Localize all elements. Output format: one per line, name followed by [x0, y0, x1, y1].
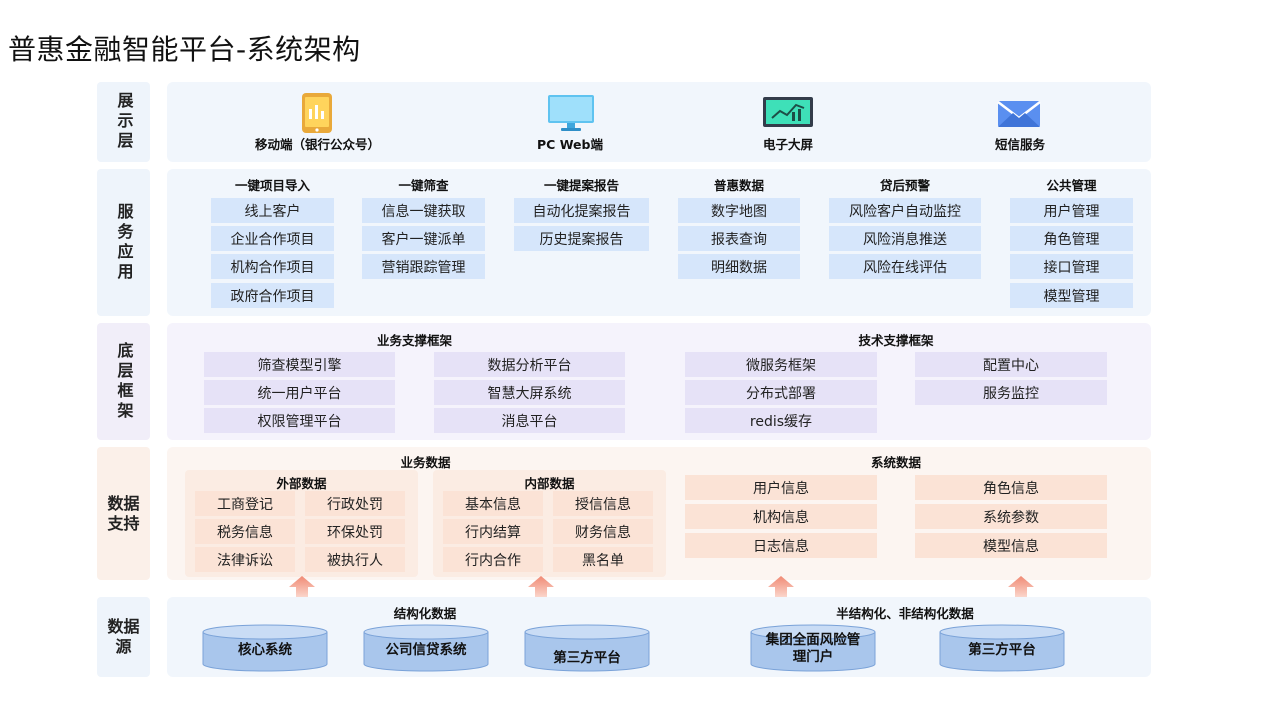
data-item[interactable]: 行内合作: [443, 547, 543, 572]
framework-tech-title: 技术支撑框架: [858, 333, 934, 348]
up-arrow-icon: [528, 576, 554, 598]
service-item[interactable]: 自动化提案报告: [514, 198, 649, 223]
up-arrow-icon: [1008, 576, 1034, 598]
service-item[interactable]: 政府合作项目: [211, 283, 334, 308]
layer-label-display: 展示层: [97, 82, 150, 162]
service-group-title: 普惠数据: [713, 178, 764, 193]
service-group-title: 一键提案报告: [543, 178, 619, 193]
data-item[interactable]: 基本信息: [443, 491, 543, 516]
display-label-pc: PC Web端: [537, 137, 603, 152]
data-item[interactable]: 行内结算: [443, 519, 543, 544]
service-group-title: 一键项目导入: [234, 178, 310, 193]
source-core-system: 核心系统: [238, 641, 292, 658]
service-item[interactable]: 风险消息推送: [829, 226, 981, 251]
data-item[interactable]: 被执行人: [305, 547, 405, 572]
display-label-bigscreen: 电子大屏: [762, 137, 813, 152]
data-item[interactable]: 财务信息: [553, 519, 653, 544]
data-item[interactable]: 环保处罚: [305, 519, 405, 544]
database-cylinder-icon: [524, 624, 650, 672]
data-item[interactable]: 机构信息: [685, 504, 877, 529]
data-item[interactable]: 税务信息: [195, 519, 295, 544]
service-item[interactable]: 报表查询: [678, 226, 800, 251]
framework-business-title: 业务支撑框架: [376, 333, 452, 348]
service-item[interactable]: 机构合作项目: [211, 254, 334, 279]
envelope-icon: [997, 101, 1041, 127]
source-credit-system: 公司信贷系统: [385, 641, 467, 658]
framework-item[interactable]: 消息平台: [434, 408, 625, 433]
service-item[interactable]: 用户管理: [1010, 198, 1133, 223]
framework-item[interactable]: 配置中心: [915, 352, 1107, 377]
service-item[interactable]: 模型管理: [1010, 283, 1133, 308]
data-item[interactable]: 角色信息: [915, 475, 1107, 500]
data-item[interactable]: 工商登记: [195, 491, 295, 516]
internal-data-title: 内部数据: [524, 476, 575, 491]
source-third-party-2: 第三方平台: [968, 641, 1036, 658]
framework-item[interactable]: 筛查模型引擎: [204, 352, 395, 377]
big-screen-icon: [763, 97, 813, 127]
up-arrow-icon: [768, 576, 794, 598]
database-cylinder-icon: [939, 624, 1065, 672]
mobile-phone-icon: [302, 93, 332, 133]
monitor-icon: [548, 95, 594, 131]
source-group-risk-portal: 集团全面风险管理门户: [765, 632, 861, 665]
service-item[interactable]: 信息一键获取: [362, 198, 485, 223]
database-cylinder-icon: [363, 624, 489, 672]
service-item[interactable]: 线上客户: [211, 198, 334, 223]
structured-data-title: 结构化数据: [393, 606, 457, 621]
data-item[interactable]: 授信信息: [553, 491, 653, 516]
framework-item[interactable]: 微服务框架: [685, 352, 877, 377]
source-third-party-1: 第三方平台: [553, 649, 621, 666]
service-item[interactable]: 企业合作项目: [211, 226, 334, 251]
data-item[interactable]: 模型信息: [915, 533, 1107, 558]
data-item[interactable]: 行政处罚: [305, 491, 405, 516]
framework-item[interactable]: 分布式部署: [685, 380, 877, 405]
framework-item[interactable]: 数据分析平台: [434, 352, 625, 377]
service-item[interactable]: 明细数据: [678, 254, 800, 279]
business-data-title: 业务数据: [400, 455, 451, 470]
data-item[interactable]: 黑名单: [553, 547, 653, 572]
service-item[interactable]: 数字地图: [678, 198, 800, 223]
framework-item[interactable]: redis缓存: [685, 408, 877, 433]
service-item[interactable]: 历史提案报告: [514, 226, 649, 251]
display-label-sms: 短信服务: [994, 137, 1045, 152]
service-item[interactable]: 风险客户自动监控: [829, 198, 981, 223]
service-group-title: 贷后预警: [879, 178, 930, 193]
system-data-title: 系统数据: [870, 455, 921, 470]
service-item[interactable]: 角色管理: [1010, 226, 1133, 251]
data-item[interactable]: 用户信息: [685, 475, 877, 500]
service-group-title: 公共管理: [1046, 178, 1097, 193]
layer-label-data-support: 数据支持: [97, 447, 150, 580]
data-item[interactable]: 法律诉讼: [195, 547, 295, 572]
page-title: 普惠金融智能平台-系统架构: [8, 33, 361, 66]
framework-item[interactable]: 智慧大屏系统: [434, 380, 625, 405]
data-item[interactable]: 系统参数: [915, 504, 1107, 529]
layer-label-framework: 底层框架: [97, 323, 150, 440]
service-item[interactable]: 接口管理: [1010, 254, 1133, 279]
database-cylinder-icon: [202, 624, 328, 672]
service-item[interactable]: 营销跟踪管理: [362, 254, 485, 279]
layer-label-data-source: 数据源: [97, 597, 150, 677]
semi-structured-data-title: 半结构化、非结构化数据: [836, 606, 974, 621]
framework-item[interactable]: 统一用户平台: [204, 380, 395, 405]
service-item[interactable]: 风险在线评估: [829, 254, 981, 279]
framework-item[interactable]: 服务监控: [915, 380, 1107, 405]
service-group-title: 一键筛查: [398, 178, 449, 193]
service-item[interactable]: 客户一键派单: [362, 226, 485, 251]
framework-item[interactable]: 权限管理平台: [204, 408, 395, 433]
data-item[interactable]: 日志信息: [685, 533, 877, 558]
display-label-mobile: 移动端（银行公众号）: [254, 137, 380, 152]
layer-label-service: 服务应用: [97, 169, 150, 316]
up-arrow-icon: [289, 576, 315, 598]
external-data-title: 外部数据: [276, 476, 327, 491]
database-cylinder-icon: [750, 624, 876, 672]
